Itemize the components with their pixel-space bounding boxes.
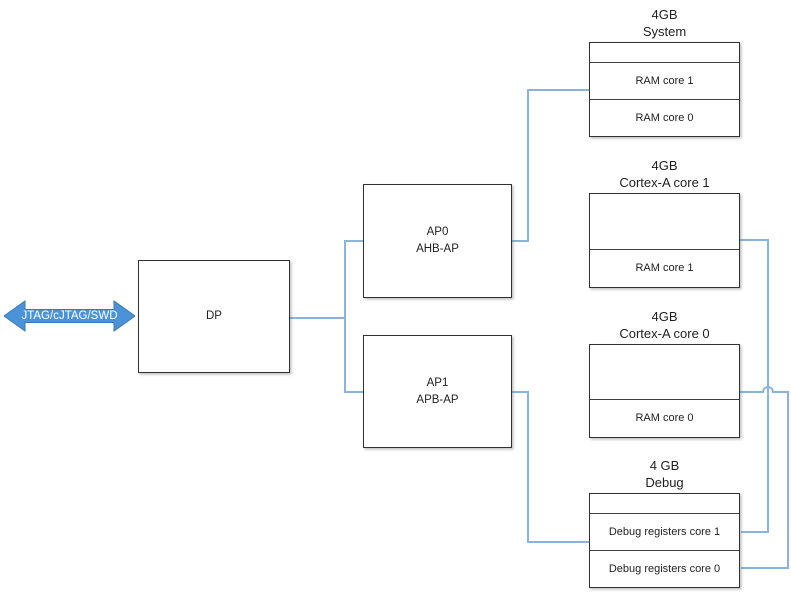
connector-ap0-to-system [512,89,589,242]
debug-map-row-debug-registers-core-1: Debug registers core 1 [590,513,739,550]
cortex-a-core1-map-box: RAM core 1 [589,193,740,288]
cortex-a-core0-map-box: RAM core 0 [589,344,740,438]
cortex-a-core1-map-row-empty [590,194,739,249]
cortex-a-core1-map-title: 4GB Cortex-A core 1 [589,158,740,191]
cortex-a-core0-map-title-line1: 4GB [651,309,678,324]
cortex-a-core0-map-title: 4GB Cortex-A core 0 [589,309,740,342]
system-map-box: RAM core 1 RAM core 0 [589,42,740,137]
debug-map-title-line2: Debug [645,474,684,490]
ap0-label-line1: AP0 [426,226,449,238]
debug-map-row-debug-registers-core-0: Debug registers core 0 [590,550,739,586]
ap1-label-line1: AP1 [426,376,449,389]
cortex-a-core0-map-row-ram-core-0: RAM core 0 [590,399,739,436]
system-map-row-ram-core-1: RAM core 1 [590,62,739,99]
connector-ap1-to-debug [512,391,589,543]
cortex-a-core1-map-row-ram-core-1: RAM core 1 [590,249,739,286]
jtag-arrow-label: JTAG/cJTAG/SWD [21,310,118,322]
cortex-a-core1-map-title-line1: 4GB [651,158,678,173]
ap0-label-line2: AHB-AP [416,243,459,255]
cortex-a-core0-map-row-empty [590,345,739,399]
dp-label: DP [206,310,222,322]
ap1-box: AP1 APB-AP [363,335,512,448]
system-map-row-ram-core-0: RAM core 0 [590,99,739,135]
double-arrow-shape [4,300,135,332]
debug-map-title-line1: 4 GB [649,458,680,473]
debug-map-title: 4 GB Debug [589,458,740,491]
cortex-a-core0-map-title-line2: Cortex-A core 0 [619,325,710,341]
connector-dp-to-ap-branch [290,240,363,393]
system-map-title-line2: System [642,23,687,39]
double-arrow-icon [4,300,135,332]
system-map-title: 4GB System [589,7,740,40]
debug-map-box: Debug registers core 1 Debug registers c… [589,493,740,588]
connector-core0-to-debug-registers-core0 [740,386,789,569]
ap1-label-line2: APB-AP [416,393,459,406]
ap0-box: AP0 AHB-AP [363,184,512,298]
connector-core1-to-debug-registers-core1 [740,239,769,533]
debug-map-row-empty [590,494,739,513]
dp-box: DP [138,260,290,373]
system-map-title-line1: 4GB [651,7,678,22]
jtag-double-arrow: JTAG/cJTAG/SWD [4,300,135,332]
cortex-a-core1-map-title-line2: Cortex-A core 1 [619,174,710,190]
system-map-row-empty [590,43,739,62]
